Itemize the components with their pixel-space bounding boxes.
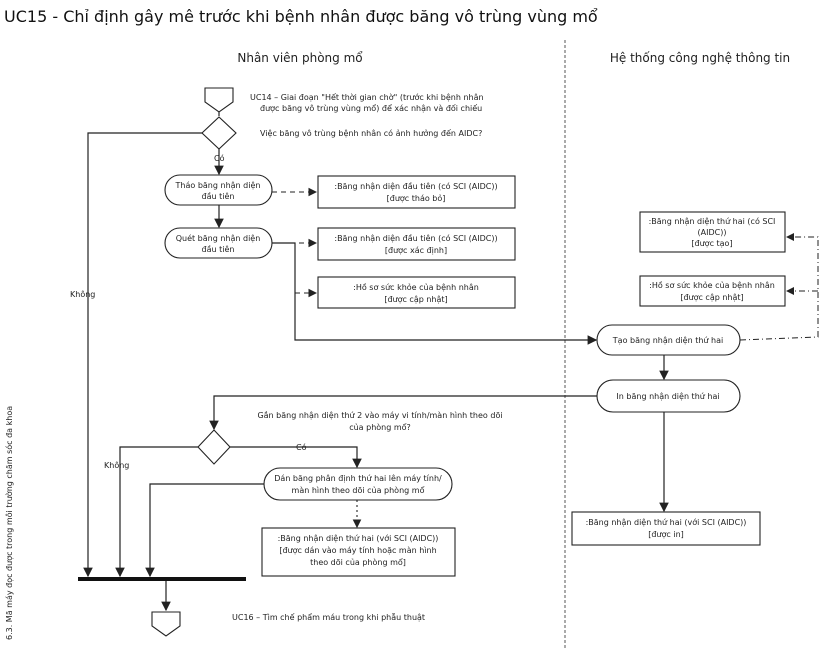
svg-text:Quét băng nhận diện: Quét băng nhận diện xyxy=(176,233,261,244)
object-health-record-updated xyxy=(317,276,516,309)
svg-text:Tháo băng nhận diện: Tháo băng nhận diện xyxy=(175,180,261,191)
guard-no-1: Không xyxy=(70,289,95,299)
merge-bar xyxy=(78,577,246,581)
guard-no-2: Không xyxy=(104,460,129,470)
svg-text:Tạo băng nhận diện thứ hai: Tạo băng nhận diện thứ hai xyxy=(612,335,723,346)
object-first-band-identified xyxy=(317,227,516,261)
svg-text:(AIDC)): (AIDC)) xyxy=(698,228,727,237)
svg-text:màn hình theo dõi của phòng mổ: màn hình theo dõi của phòng mổ xyxy=(292,485,425,495)
svg-text:[được dán vào máy tính hoặc mà: [được dán vào máy tính hoặc màn hình xyxy=(279,546,436,556)
object-second-band-attached xyxy=(261,527,456,577)
svg-text:[được cập nhật]: [được cập nhật] xyxy=(384,295,447,305)
svg-text::Băng nhận diện đầu tiên (có S: :Băng nhận diện đầu tiên (có SCI (AIDC)) xyxy=(334,181,497,192)
svg-text:[được tạo]: [được tạo] xyxy=(691,239,732,249)
decision-aidc xyxy=(201,116,237,150)
start-ref-line2: được băng vô trùng vùng mổ) để xác nhận … xyxy=(260,103,482,114)
svg-text:đầu tiên: đầu tiên xyxy=(202,191,235,201)
activity-attach-second-band xyxy=(263,467,453,501)
decision-aidc-question: Việc băng vô trùng bệnh nhân có ảnh hưởn… xyxy=(260,128,482,138)
svg-text:[được cập nhật]: [được cập nhật] xyxy=(680,293,743,303)
start-ref-line1: UC14 – Giai đoạn "Hết thời gian chờ" (tr… xyxy=(250,92,484,103)
svg-text:[được xác định]: [được xác định] xyxy=(385,246,447,256)
decision-attach-question-1: Gắn băng nhận diện thứ 2 vào máy vi tính… xyxy=(257,410,502,421)
object-second-band-created xyxy=(639,211,786,253)
end-connector xyxy=(151,611,181,637)
svg-text::Hồ sơ sức khỏe của bệnh nhân: :Hồ sơ sức khỏe của bệnh nhân xyxy=(353,282,479,292)
svg-text:Dán băng phân định thứ hai lên: Dán băng phân định thứ hai lên máy tính/ xyxy=(274,473,442,484)
lane-staff: Nhân viên phòng mổ xyxy=(237,51,363,65)
object-health-record-updated-2 xyxy=(639,275,786,307)
side-label: 6.3. Mã máy đọc được trong môi trường ch… xyxy=(4,406,14,640)
end-ref: UC16 – Tìm chế phẩm máu trong khi phẫu t… xyxy=(232,612,425,623)
lane-it-system: Hệ thống công nghệ thông tin xyxy=(610,51,790,65)
decision-attach-question-2: của phòng mổ? xyxy=(349,422,411,432)
object-second-band-printed xyxy=(571,511,761,546)
diagram-title: UC15 - Chỉ định gây mê trước khi bệnh nh… xyxy=(4,7,598,26)
svg-text::Băng nhận diện đầu tiên (có S: :Băng nhận diện đầu tiên (có SCI (AIDC)) xyxy=(334,233,497,244)
svg-text:[được in]: [được in] xyxy=(648,530,684,539)
svg-text::Băng nhận diện thứ hai (với S: :Băng nhận diện thứ hai (với SCI (AIDC)) xyxy=(586,517,747,528)
svg-text:In băng nhận diện thứ hai: In băng nhận diện thứ hai xyxy=(616,391,719,402)
decision-attach xyxy=(197,429,231,465)
start-connector xyxy=(204,87,234,113)
svg-text::Hồ sơ sức khỏe của bệnh nhân: :Hồ sơ sức khỏe của bệnh nhân xyxy=(649,280,775,290)
guard-yes-2: Có xyxy=(296,442,307,452)
svg-text:đầu tiên: đầu tiên xyxy=(202,244,235,254)
svg-text:theo dõi của phòng mổ]: theo dõi của phòng mổ] xyxy=(310,557,406,567)
svg-text::Băng nhận diện thứ hai (có SC: :Băng nhận diện thứ hai (có SCI xyxy=(649,216,776,227)
svg-text:[được tháo bỏ]: [được tháo bỏ] xyxy=(387,193,446,203)
object-first-band-removed xyxy=(317,175,516,209)
svg-text::Băng nhận diện thứ hai (với S: :Băng nhận diện thứ hai (với SCI (AIDC)) xyxy=(278,533,439,544)
